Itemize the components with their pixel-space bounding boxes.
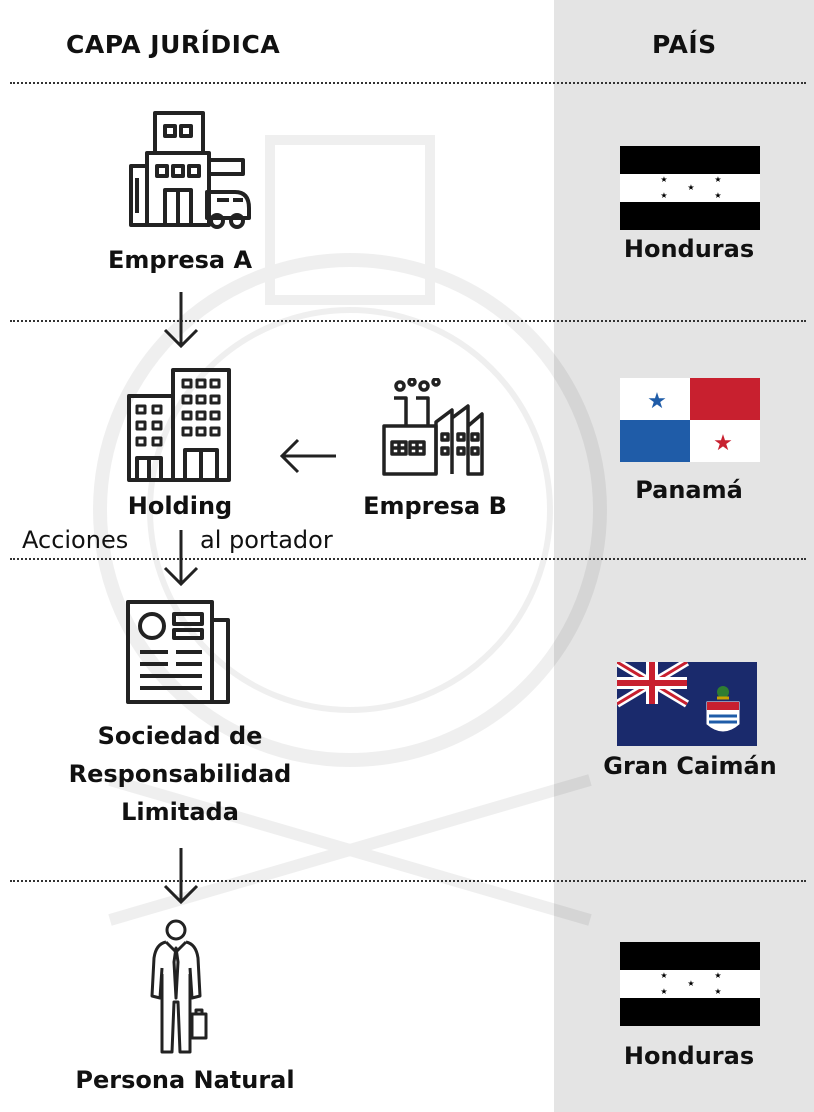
label-empresa-b: Empresa B [363, 492, 507, 520]
svg-text:★: ★ [713, 431, 733, 456]
separator-3 [10, 558, 806, 560]
header-capa-juridica: CAPA JURÍDICA [66, 30, 281, 59]
separator-2 [10, 320, 806, 322]
arrow-left-icon [276, 438, 338, 474]
svg-text:★: ★ [687, 183, 694, 192]
country-label-row1: Honduras [623, 235, 755, 263]
arrow-down-icon [161, 528, 201, 590]
label-holding: Holding [127, 492, 233, 520]
svg-text:★: ★ [714, 971, 721, 980]
office-building-truck-icon [125, 108, 255, 233]
separator-4 [10, 880, 806, 882]
panama-flag: ★ ★ [620, 378, 760, 462]
label-empresa-a: Empresa A [107, 246, 253, 274]
buildings-icon [125, 366, 235, 484]
factory-icon [380, 378, 486, 478]
label-acciones: Acciones [22, 526, 129, 554]
svg-text:★: ★ [714, 175, 721, 184]
honduras-flag: ★ ★ ★ ★ ★ [620, 146, 760, 230]
honduras-flag: ★ ★ ★ ★ ★ [620, 942, 760, 1026]
header-pais: PAÍS [652, 30, 717, 59]
watermark-seal [70, 60, 630, 964]
svg-text:★: ★ [687, 979, 694, 988]
label-persona-natural: Persona Natural [75, 1066, 295, 1094]
label-srl-line3: Limitada [121, 798, 239, 826]
label-srl-line2: Responsabilidad [68, 760, 292, 788]
separator-1 [10, 82, 806, 84]
label-srl-line1: Sociedad de [97, 722, 263, 750]
newspaper-document-icon [124, 598, 234, 708]
businessman-icon [148, 918, 210, 1056]
svg-text:★: ★ [660, 971, 667, 980]
svg-text:★: ★ [647, 389, 667, 414]
country-label-row3: Gran Caimán [603, 752, 777, 780]
country-label-row4: Honduras [623, 1042, 755, 1070]
label-al-portador: al portador [200, 526, 333, 554]
svg-text:★: ★ [714, 987, 721, 996]
svg-text:★: ★ [660, 987, 667, 996]
svg-text:★: ★ [660, 175, 667, 184]
arrow-down-icon [161, 846, 201, 908]
svg-text:★: ★ [660, 191, 667, 200]
country-label-row2: Panamá [635, 476, 743, 504]
svg-text:★: ★ [714, 191, 721, 200]
arrow-down-icon [161, 290, 201, 352]
cayman-islands-flag [614, 658, 757, 746]
